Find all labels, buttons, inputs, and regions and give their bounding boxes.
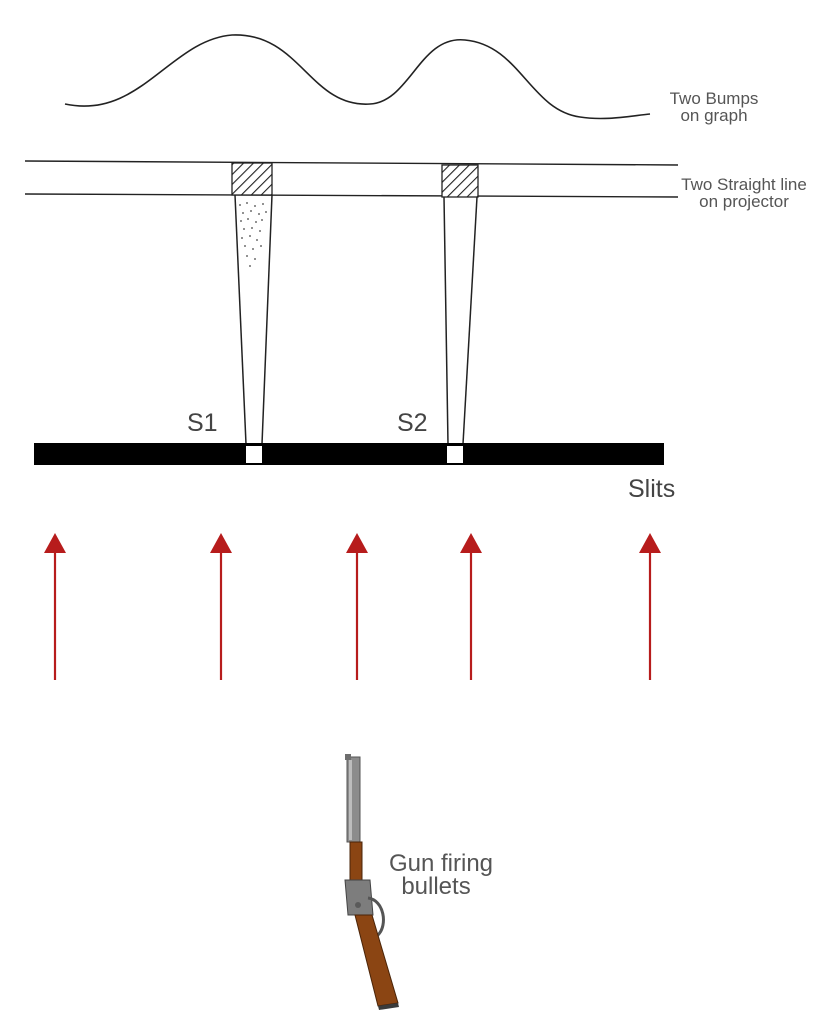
graph-label-line1: Two Bumps (670, 89, 759, 108)
arrow-up-icon (44, 533, 66, 680)
projector-label-line1: Two Straight line (681, 175, 807, 194)
projector-top-line (24, 160, 679, 166)
graph-label-line2: on graph (680, 106, 747, 125)
arrow-up-icon (460, 533, 482, 680)
slit-1-opening (246, 446, 262, 463)
slits-label: Slits (628, 475, 675, 503)
projector-label-line2: on projector (699, 192, 789, 211)
impact-mark-1 (231, 162, 273, 196)
slit-barrier (34, 443, 664, 465)
slit-2-label: S2 (397, 409, 428, 437)
bullet-beam-2 (443, 196, 478, 445)
slit-1-label: S1 (187, 409, 218, 437)
slit-2-opening (447, 446, 463, 463)
arrow-up-icon (210, 533, 232, 680)
arrow-up-icon (639, 533, 661, 680)
arrow-up-icon (346, 533, 368, 680)
rifle-icon (344, 754, 399, 1010)
two-bump-curve (64, 34, 651, 120)
impact-mark-2 (441, 164, 479, 198)
gun-label-line2: bullets (401, 873, 470, 900)
bullet-direction-arrows (44, 533, 661, 680)
bullet-beam-1 (234, 194, 273, 445)
gun-label-line1: Gun firing (389, 850, 493, 877)
projector-bottom-line (24, 193, 679, 198)
